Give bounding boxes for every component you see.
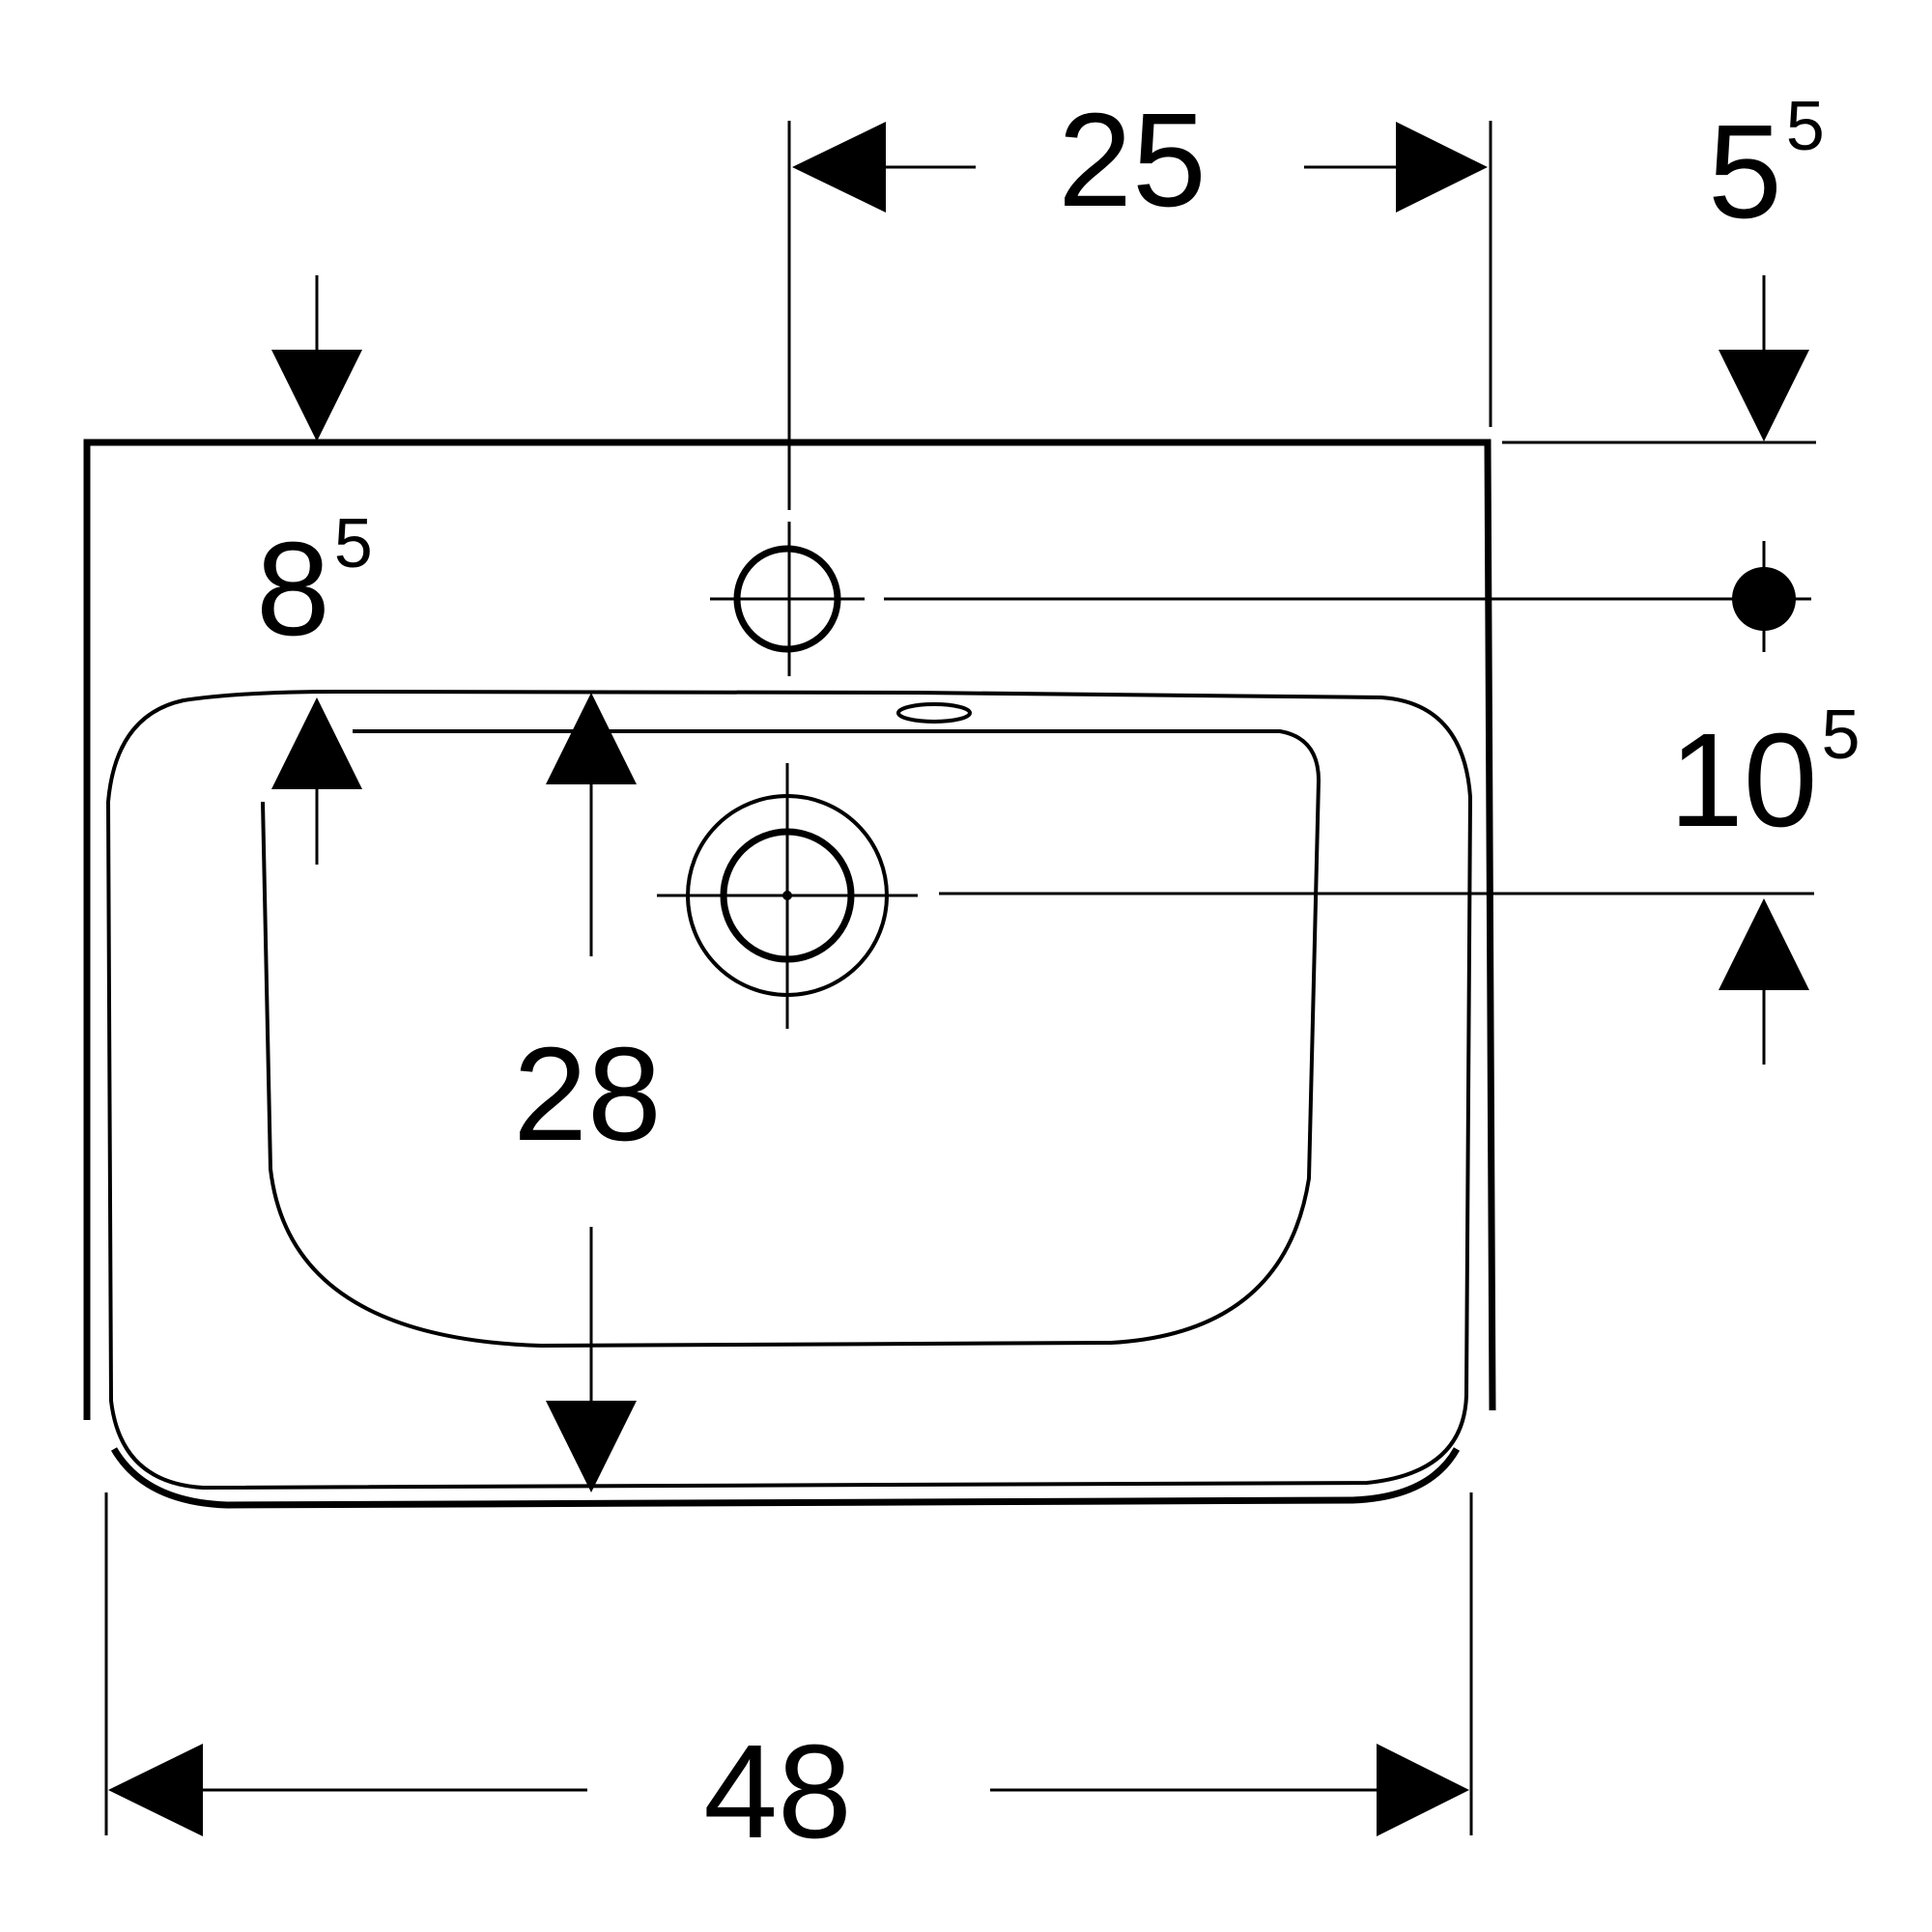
- dim-10-5-sup: 5: [1822, 696, 1861, 774]
- dim-8-5-base: 8: [256, 515, 330, 664]
- dim-5-5-arrow-down: [1719, 350, 1809, 441]
- extension-lines: [104, 121, 1816, 1835]
- dim-5-5-base: 5: [1708, 98, 1782, 246]
- bowl-inner: [261, 729, 1321, 1349]
- dimension-10-5: 10 5: [1669, 696, 1861, 1065]
- dim-25-arrow-right: [1396, 122, 1488, 213]
- drain: [657, 763, 918, 1029]
- basin-outer-edge: [83, 439, 1496, 1420]
- dim-25-label: 25: [1058, 86, 1207, 235]
- overflow-slot: [896, 702, 972, 724]
- dimension-8-5: 8 5: [256, 275, 373, 865]
- basin-front-edge: [110, 1447, 1461, 1509]
- dim-48-label: 48: [703, 1718, 852, 1866]
- dim-5-5-dot: [1732, 567, 1796, 631]
- dim-28-arrow-up: [546, 693, 637, 784]
- dim-8-5-label: 8 5: [256, 505, 373, 664]
- dim-5-5-label: 5 5: [1708, 88, 1825, 246]
- dim-10-5-label: 10 5: [1669, 696, 1861, 855]
- dim-48-arrow-left: [108, 1744, 203, 1836]
- dim-48-arrow-right: [1377, 1744, 1469, 1836]
- drain-center-dot: [782, 891, 792, 900]
- tap-hole: [710, 545, 865, 653]
- dim-10-5-base: 10: [1669, 706, 1818, 855]
- bowl-outline: [105, 689, 1473, 1491]
- dim-8-5-sup: 5: [334, 505, 373, 582]
- dim-5-5-sup: 5: [1786, 88, 1825, 165]
- dim-8-5-arrow-down: [271, 350, 362, 441]
- basin-outline: [83, 439, 1496, 1509]
- bowl-rim: [105, 689, 1473, 1491]
- dim-25-arrow-left: [792, 122, 886, 213]
- dimension-48: 48: [108, 1718, 1469, 1866]
- dim-28-label: 28: [513, 1020, 662, 1169]
- dimension-5-5: 5 5: [1708, 88, 1825, 652]
- dimension-25: 25: [792, 86, 1488, 235]
- dim-10-5-arrow-up: [1719, 898, 1809, 990]
- dim-8-5-arrow-up: [271, 697, 362, 789]
- dimension-28: 28: [513, 693, 662, 1492]
- dim-28-arrow-down: [546, 1401, 637, 1492]
